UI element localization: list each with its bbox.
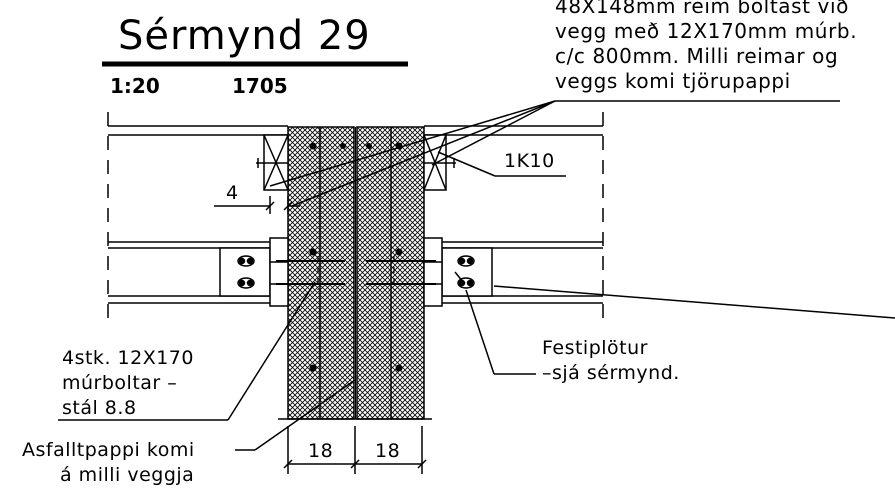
asphalt-paper-label: Asfalltpappi komi á milli veggja bbox=[22, 438, 195, 488]
dimension-left-label: 18 bbox=[308, 440, 334, 462]
detail-title: Sérmynd 29 bbox=[118, 13, 371, 59]
fixing-plate-right bbox=[423, 237, 493, 307]
batten-note-line: 48X148mm reim boltast við bbox=[555, 0, 849, 18]
side-hidden-lines bbox=[107, 112, 604, 318]
batten-note-line: veggs komi tjörupappi bbox=[555, 69, 791, 93]
through-bolts-center-dash bbox=[317, 256, 395, 290]
fixing-plates-label: Festiplötur –sjá sérmynd. bbox=[542, 336, 680, 386]
gap-dimension-label: 4 bbox=[226, 182, 239, 204]
wall-section bbox=[287, 126, 425, 420]
batten-note: 48X148mm reim boltast við vegg með 12X17… bbox=[555, 0, 857, 94]
bolts-leader bbox=[58, 281, 316, 421]
bolts-label-line: 4stk. 12X170 bbox=[62, 347, 194, 369]
top-beam bbox=[108, 125, 603, 136]
bolts-label-line: stál 8.8 bbox=[62, 397, 137, 419]
bottom-dimension bbox=[278, 418, 432, 474]
batten-note-line: vegg með 12X170mm múrb. bbox=[555, 19, 858, 43]
drawing-number: 1705 bbox=[232, 74, 288, 98]
bolts-label-line: múrboltar – bbox=[62, 372, 178, 394]
asphalt-paper-label-line: Asfalltpappi komi bbox=[22, 439, 195, 461]
through-bolts bbox=[276, 260, 436, 285]
wall-bolt-dots bbox=[309, 142, 403, 372]
scale-label: 1:20 bbox=[110, 74, 160, 98]
fixing-plate-long-leader bbox=[454, 271, 895, 319]
section-tag-leader bbox=[437, 151, 566, 177]
fixing-plate-left bbox=[219, 237, 289, 307]
note-leaders bbox=[269, 100, 556, 207]
asphalt-paper-label-line: á milli veggja bbox=[60, 464, 195, 486]
fixing-plates-label-line: Festiplötur bbox=[542, 337, 648, 359]
fixing-plates-label-line: –sjá sérmynd. bbox=[542, 362, 680, 384]
fixing-plates-leader bbox=[465, 289, 536, 375]
top-battens bbox=[256, 134, 456, 191]
asphalt-paper-leader bbox=[235, 379, 356, 451]
gap-dimension bbox=[214, 196, 300, 214]
dimension-right-label: 18 bbox=[375, 440, 401, 462]
bolts-label: 4stk. 12X170 múrboltar – stál 8.8 bbox=[62, 346, 194, 421]
batten-note-line: c/c 800mm. Milli reimar og bbox=[555, 44, 839, 68]
section-tag-label: 1K10 bbox=[504, 150, 555, 172]
